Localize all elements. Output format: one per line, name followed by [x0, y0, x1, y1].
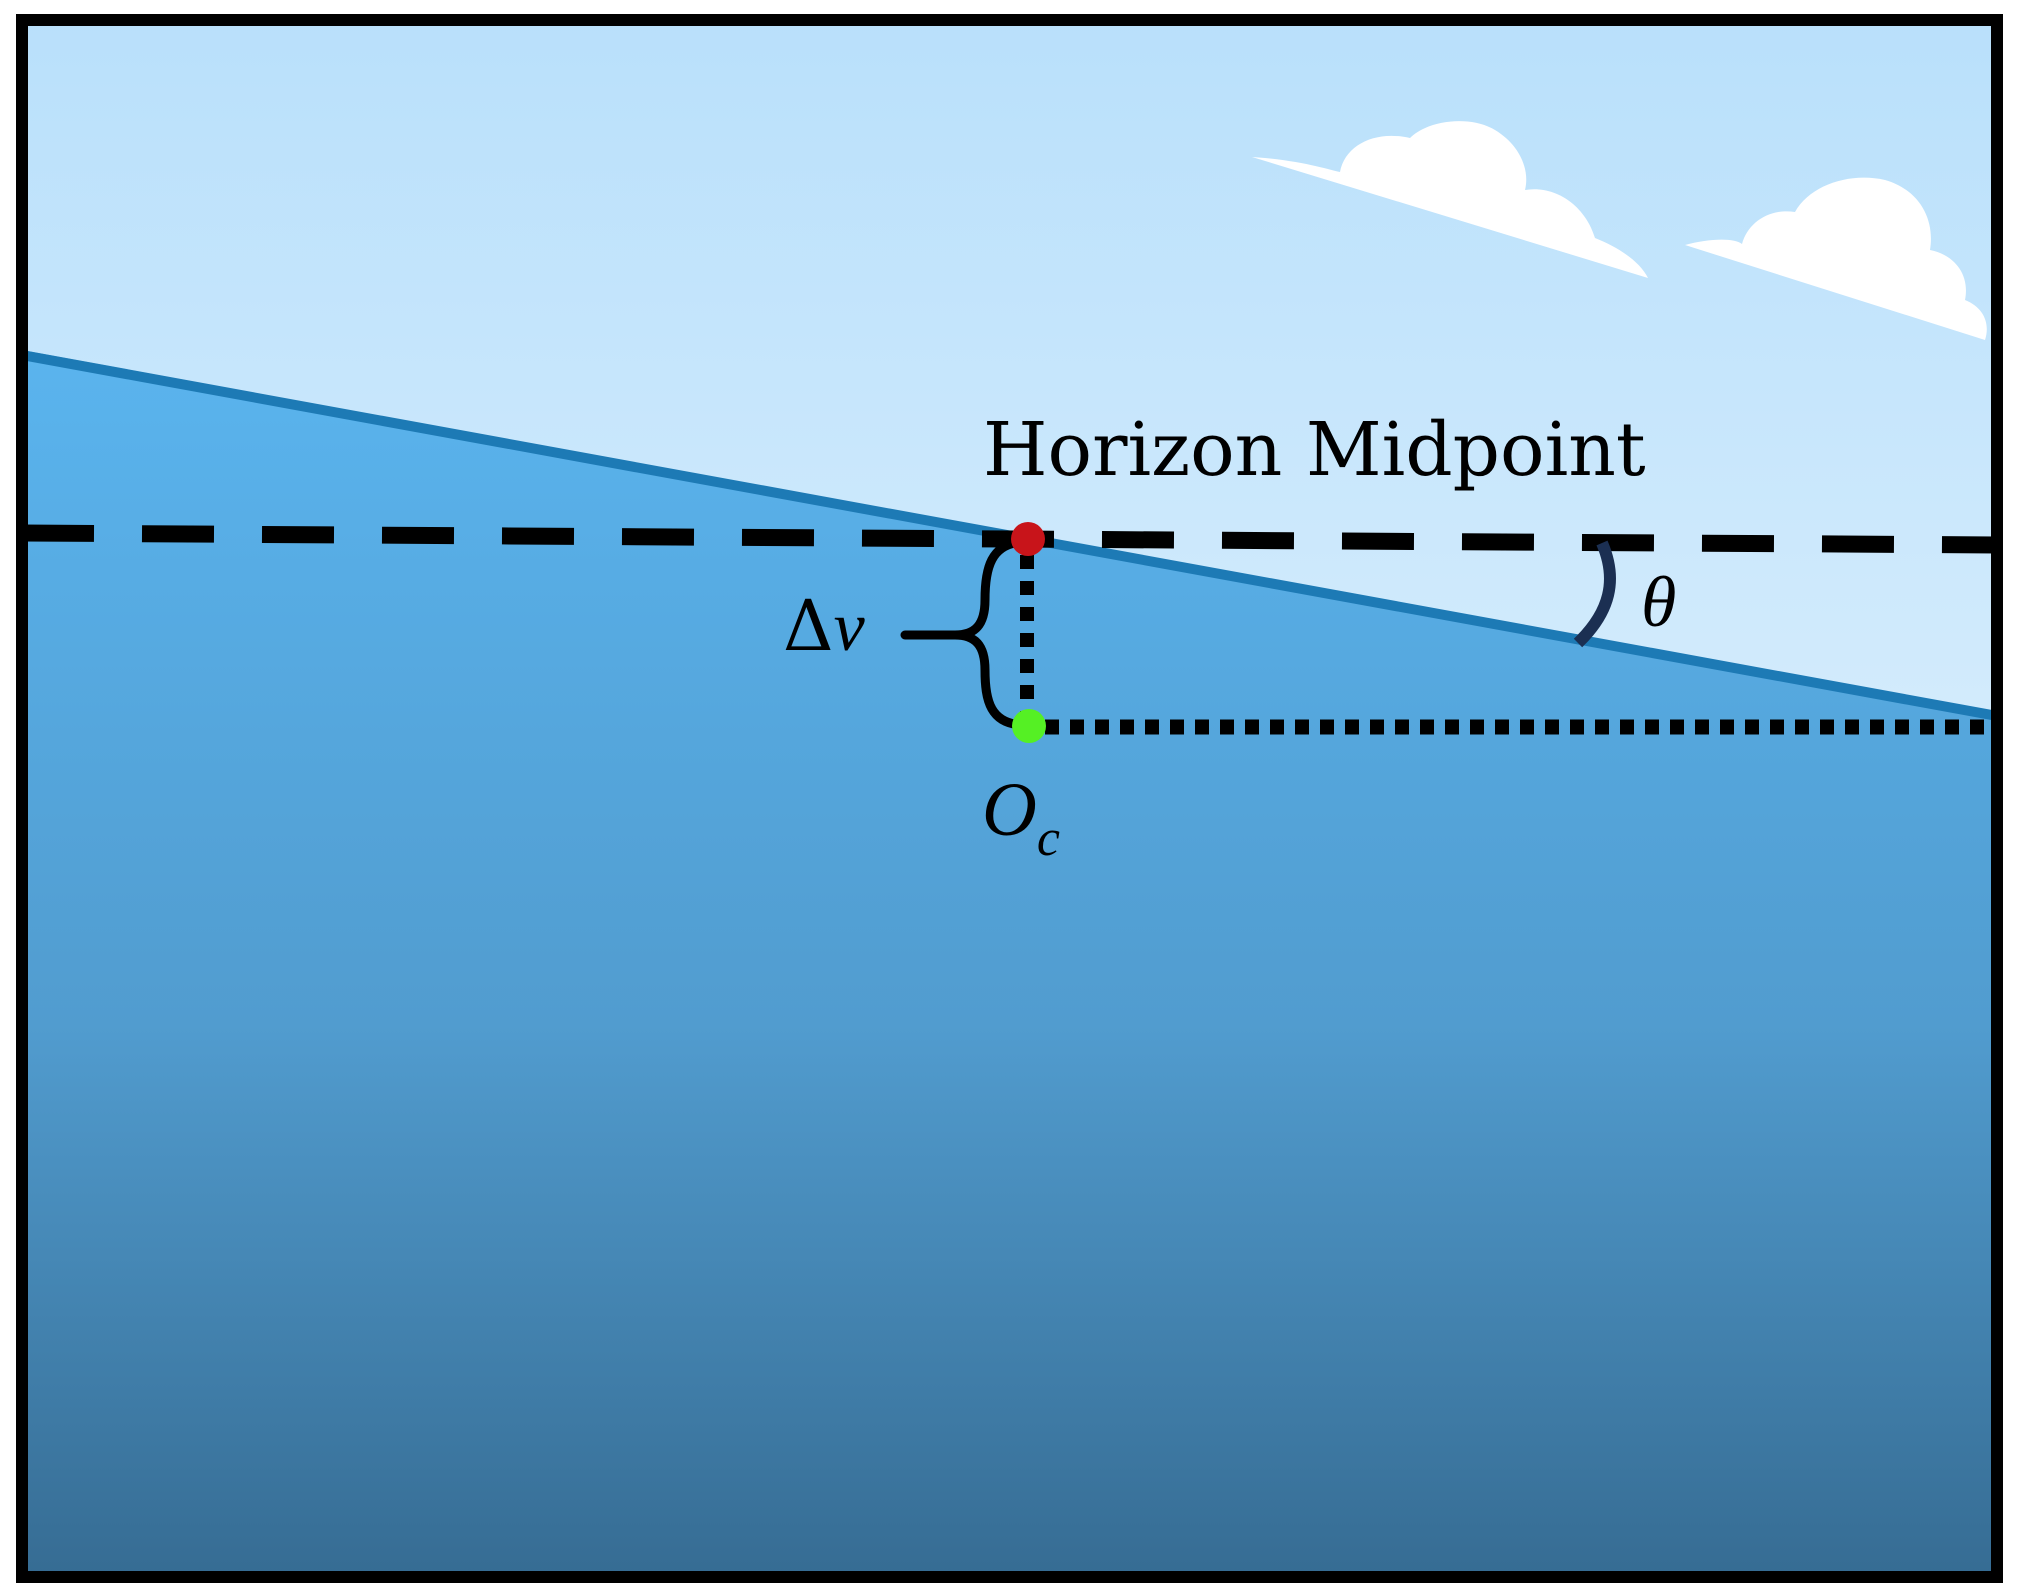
horizon-midpoint-dot: [1011, 522, 1045, 556]
theta-label: θ: [1641, 562, 1676, 642]
sea: [22, 350, 1997, 1577]
oc-subscript: c: [1037, 810, 1060, 867]
frame: [16, 14, 2003, 1583]
cloud-left: [1252, 121, 1648, 278]
angle-arc: [1573, 540, 1616, 648]
delta-symbol: Δ: [783, 585, 834, 667]
v-symbol: v: [834, 589, 866, 666]
offset-brace: [900, 537, 1030, 730]
oc-main: O: [982, 768, 1037, 852]
optical-center-label: Oc: [982, 768, 1060, 867]
cloud-right: [1685, 177, 1987, 340]
delta-v-label: Δv: [783, 585, 866, 667]
horizon-midpoint-label: Horizon Midpoint: [983, 407, 1646, 493]
midpoint-reference-line: [22, 524, 1997, 554]
optical-center-dot: [1012, 709, 1046, 743]
